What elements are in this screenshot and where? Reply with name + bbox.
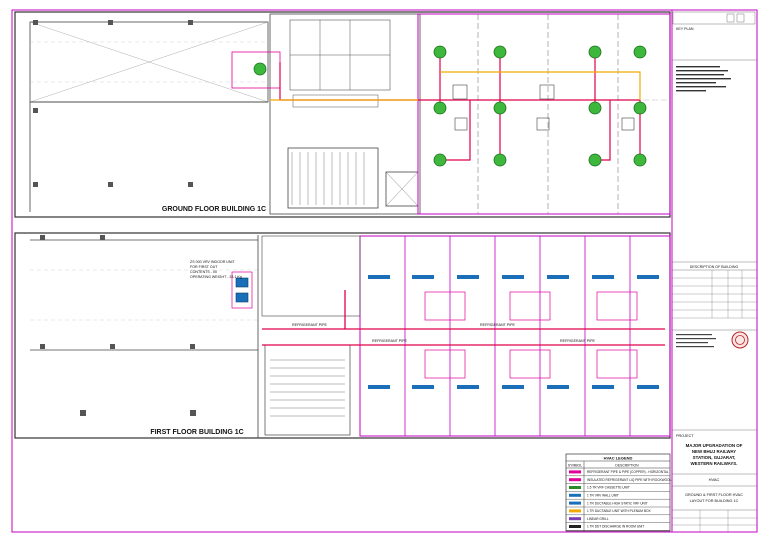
key-plan-label: KEY PLAN [676, 27, 694, 31]
refrigerant-pipe-label: REFRIGERANT PIPE [292, 323, 327, 327]
cassette-unit-icon [633, 101, 647, 115]
legend-title: HVAC LEGEND [604, 456, 633, 461]
drawing-title-line: LAYOUT FOR BUILDING 1C [690, 499, 739, 503]
cassette-unit-icon [633, 45, 647, 59]
railway-emblem-icon [731, 331, 749, 349]
project-name-line: MAJOR UPGRADATION OF [686, 443, 743, 448]
legend-description: LINEAR GRILL [587, 517, 609, 521]
legend-description: 1 TR DDT DISCHARGE IN ROOM UNIT [587, 525, 644, 529]
cassette-unit-icon [493, 101, 507, 115]
project-name-line: WESTERN RAILWAYS. [691, 461, 738, 466]
indoor-unit-icon [235, 277, 249, 288]
indoor-unit-note-line: FOR FIRST OUT [190, 265, 218, 269]
legend-description: REFRIGERANT PIPE & PIPE (COPPER) - HORIZ… [587, 470, 669, 474]
cassette-unit-icon [493, 153, 507, 167]
cassette-unit-icon [588, 101, 602, 115]
project-label: PROJECT [676, 434, 694, 438]
indoor-unit-icon [235, 292, 249, 303]
cassette-unit-icon [633, 153, 647, 167]
drawing-title-line: GROUND & FIRST FLOOR HVAC [685, 493, 743, 497]
project-name-line: NEW BHUJ RAILWAY [692, 449, 736, 454]
cassette-unit-icon [588, 153, 602, 167]
indoor-unit-note-line: ZS 000 VRV INDOOR UNIT [190, 260, 235, 264]
legend-description: 1 TR DUCTABLE HIGH STATIC VRF UNIT [587, 501, 648, 505]
legend-symbol-swatch [569, 493, 581, 497]
cassette-unit-icon [253, 62, 267, 76]
hvac-legend: HVAC LEGEND SYMBOL DESCRIPTION REFRIGERA… [565, 453, 672, 532]
project-name-line: STATION, GUJARAT, [693, 455, 736, 460]
legend-symbol-swatch [569, 470, 581, 474]
legend-symbol-swatch [569, 501, 581, 505]
sheet-border [11, 9, 758, 533]
legend-symbol-swatch [569, 486, 581, 489]
legend-description: 1 TR DUCTABLE UNIT WITH PLENUM BOX [587, 509, 651, 513]
cassette-unit-icon [588, 45, 602, 59]
legend-description: 1 TR VRV WALL UNIT [587, 494, 619, 498]
legend-description: INSULATED REFRIGERANT LIQ PIPE WITH ROCK… [587, 478, 672, 482]
refrigerant-pipe-label: REFRIGERANT PIPE [480, 323, 515, 327]
cassette-unit-icon [433, 153, 447, 167]
description-header: DESCRIPTION OF BUILDING [690, 265, 739, 269]
ground-floor-title: GROUND FLOOR BUILDING 1C [162, 206, 266, 213]
indoor-unit-note-line: OPERATING WEIGHT - 33.1 Kg [190, 275, 242, 279]
discipline-label: HVAC [709, 477, 720, 482]
refrigerant-pipe-label: REFRIGERANT PIPE [560, 339, 595, 343]
legend-symbol-swatch [569, 478, 581, 482]
title-block: KEY PLAN DESCRIPTION OF BUILDING PROJECT… [672, 11, 757, 532]
legend-symbol-swatch [569, 517, 581, 521]
indoor-unit-note-line: CONTENTS - 00 [190, 270, 217, 274]
cassette-unit-icon [433, 101, 447, 115]
ground-floor-plan: GROUND FLOOR BUILDING 1C [14, 11, 671, 218]
legend-symbol-swatch [569, 525, 581, 528]
first-floor-title: FIRST FLOOR BUILDING 1C [150, 429, 243, 436]
refrigerant-pipe-label: REFRIGERANT PIPE [372, 339, 407, 343]
cassette-unit-icon [433, 45, 447, 59]
legend-symbol-header: SYMBOL [568, 464, 582, 468]
legend-description: 1.5 TR VRF CASSETTE UNIT [587, 486, 630, 490]
first-floor-plan: ZS 000 VRV INDOOR UNIT FOR FIRST OUT CON… [14, 232, 671, 439]
legend-description-header: DESCRIPTION [615, 464, 639, 468]
legend-symbol-swatch [569, 509, 581, 513]
cassette-unit-icon [493, 45, 507, 59]
